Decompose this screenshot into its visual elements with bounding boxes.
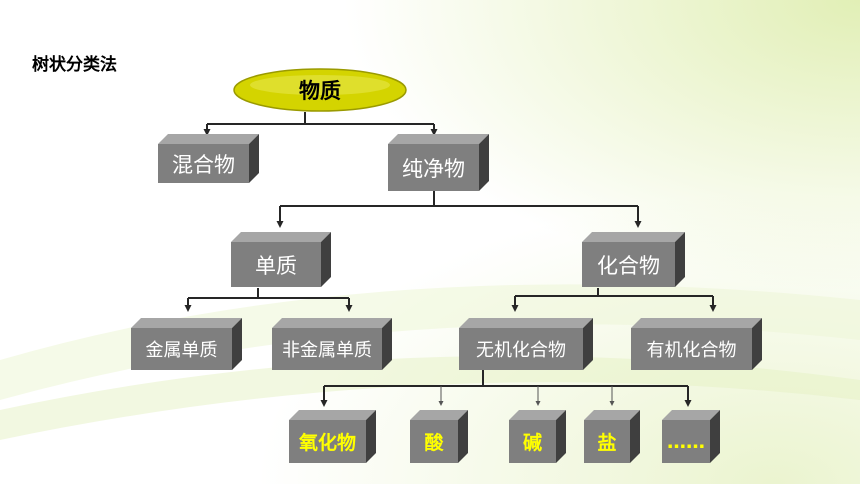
node-metal-elemental: 金属单质	[131, 318, 242, 370]
node-acid-label: 酸	[410, 420, 458, 463]
node-salt: 盐	[584, 410, 640, 463]
node-organic-compound-label: 有机化合物	[631, 328, 752, 370]
node-compound-label: 化合物	[582, 242, 675, 287]
node-base-label: 碱	[509, 420, 556, 463]
node-metal-elemental-label: 金属单质	[131, 328, 232, 370]
node-organic-compound: 有机化合物	[631, 318, 762, 370]
node-elemental-substance: 单质	[231, 232, 331, 287]
node-elemental-substance-label: 单质	[231, 242, 321, 287]
node-pure-substance-label: 纯净物	[388, 144, 479, 191]
node-inorganic-compound: 无机化合物	[459, 318, 593, 370]
node-mixture: 混合物	[158, 134, 259, 183]
node-nonmetal-elemental-label: 非金属单质	[272, 328, 382, 370]
node-more-label: ……	[662, 420, 710, 463]
node-oxide-label: 氧化物	[289, 420, 366, 463]
root-ellipse-shape	[233, 68, 407, 112]
node-more: ……	[662, 410, 720, 463]
node-pure-substance: 纯净物	[388, 134, 489, 191]
node-salt-label: 盐	[584, 420, 630, 463]
root-node-label: 物质	[299, 79, 341, 103]
node-inorganic-compound-label: 无机化合物	[459, 328, 583, 370]
node-nonmetal-elemental: 非金属单质	[272, 318, 392, 370]
node-oxide: 氧化物	[289, 410, 376, 463]
root-node-matter: 物质	[232, 67, 408, 113]
slide-title: 树状分类法	[32, 55, 117, 75]
node-compound: 化合物	[582, 232, 685, 287]
node-acid: 酸	[410, 410, 468, 463]
node-mixture-label: 混合物	[158, 144, 249, 183]
node-base: 碱	[509, 410, 566, 463]
